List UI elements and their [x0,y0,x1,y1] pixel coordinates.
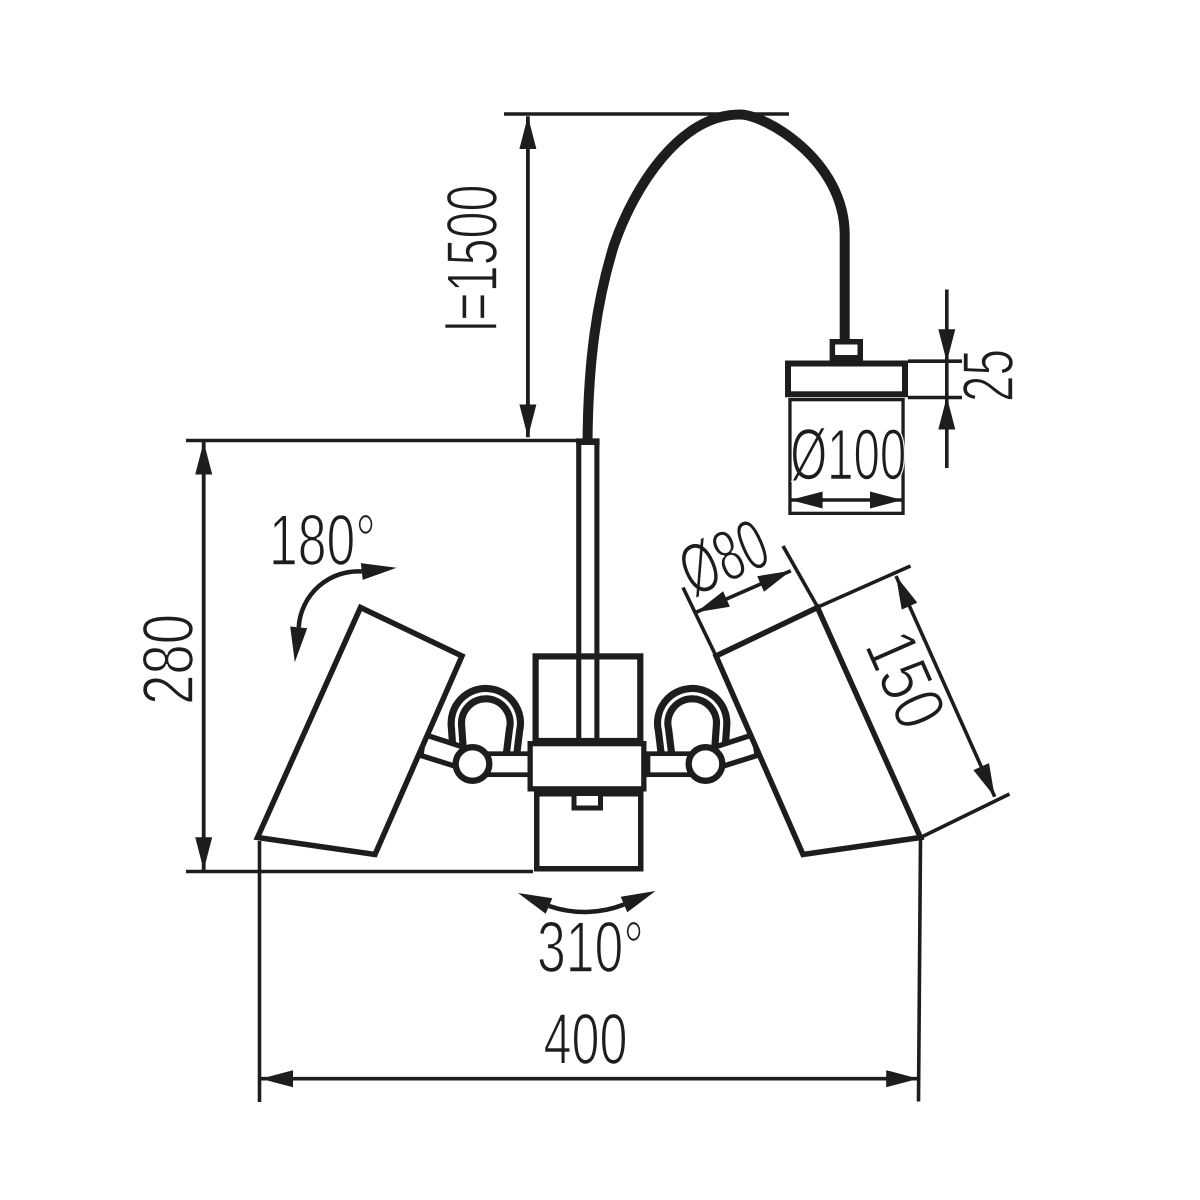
svg-text:280: 280 [129,614,209,705]
svg-text:310°: 310° [537,908,644,988]
svg-text:180°: 180° [269,501,376,581]
svg-text:l=1500: l=1500 [433,185,513,332]
svg-text:25: 25 [949,349,1029,402]
svg-text:400: 400 [544,1000,628,1080]
svg-text:Ø100: Ø100 [790,415,906,495]
